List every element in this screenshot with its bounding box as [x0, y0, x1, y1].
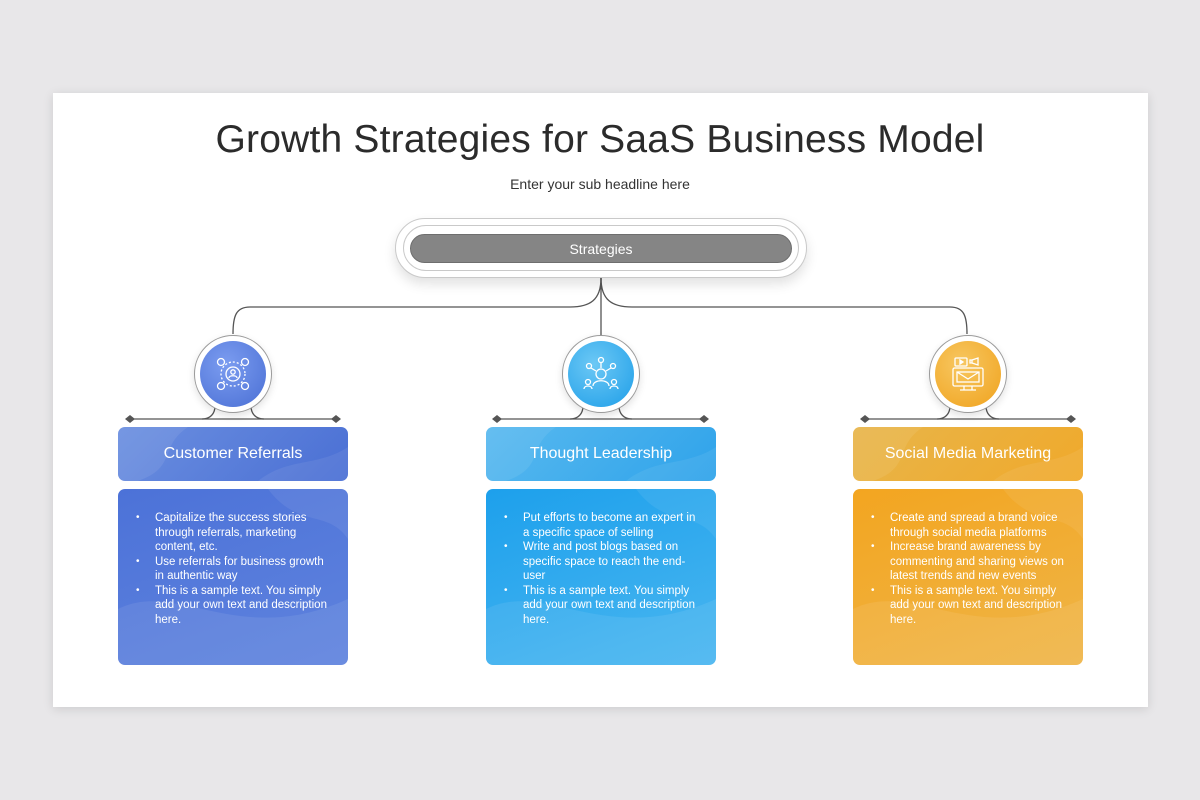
- list-item: Put efforts to become an expert in a spe…: [504, 511, 698, 540]
- card-heading-text: Thought Leadership: [529, 445, 673, 462]
- card-body-social-media-marketing: Create and spread a brand voice through …: [853, 489, 1083, 665]
- leader-idea-icon: [583, 356, 619, 390]
- list-item: This is a sample text. You simply add yo…: [871, 584, 1065, 628]
- list-item: This is a sample text. You simply add yo…: [136, 584, 330, 628]
- slide-subtitle: Enter your sub headline here: [510, 176, 690, 192]
- slide-title: Growth Strategies for SaaS Business Mode…: [215, 118, 985, 161]
- list-item: Capitalize the success stories through r…: [136, 511, 330, 555]
- bullet-list: Capitalize the success stories through r…: [136, 511, 330, 627]
- card-heading-text: Social Media Marketing: [884, 445, 1052, 462]
- list-item: Create and spread a brand voice through …: [871, 511, 1065, 540]
- bullet-list: Create and spread a brand voice through …: [871, 511, 1065, 627]
- list-item: Increase brand awareness by commenting a…: [871, 540, 1065, 584]
- card-heading-text: Customer Referrals: [163, 445, 303, 462]
- referral-network-icon: [216, 357, 250, 391]
- social-media-screens-icon: [952, 357, 984, 391]
- list-item: This is a sample text. You simply add yo…: [504, 584, 698, 628]
- customer-referrals-icon-badge: [200, 341, 266, 407]
- bullet-list: Put efforts to become an expert in a spe…: [504, 511, 698, 627]
- list-item: Use referrals for business growth in aut…: [136, 555, 330, 584]
- social-media-icon-badge: [935, 341, 1001, 407]
- card-body-thought-leadership: Put efforts to become an expert in a spe…: [486, 489, 716, 665]
- list-item: Write and post blogs based on specific s…: [504, 540, 698, 584]
- card-heading-customer-referrals: Customer Referrals: [118, 427, 348, 481]
- card-heading-social-media-marketing: Social Media Marketing: [853, 427, 1083, 481]
- root-node-strategies: Strategies: [410, 234, 792, 263]
- card-body-customer-referrals: Capitalize the success stories through r…: [118, 489, 348, 665]
- card-heading-thought-leadership: Thought Leadership: [486, 427, 716, 481]
- thought-leadership-icon-badge: [568, 341, 634, 407]
